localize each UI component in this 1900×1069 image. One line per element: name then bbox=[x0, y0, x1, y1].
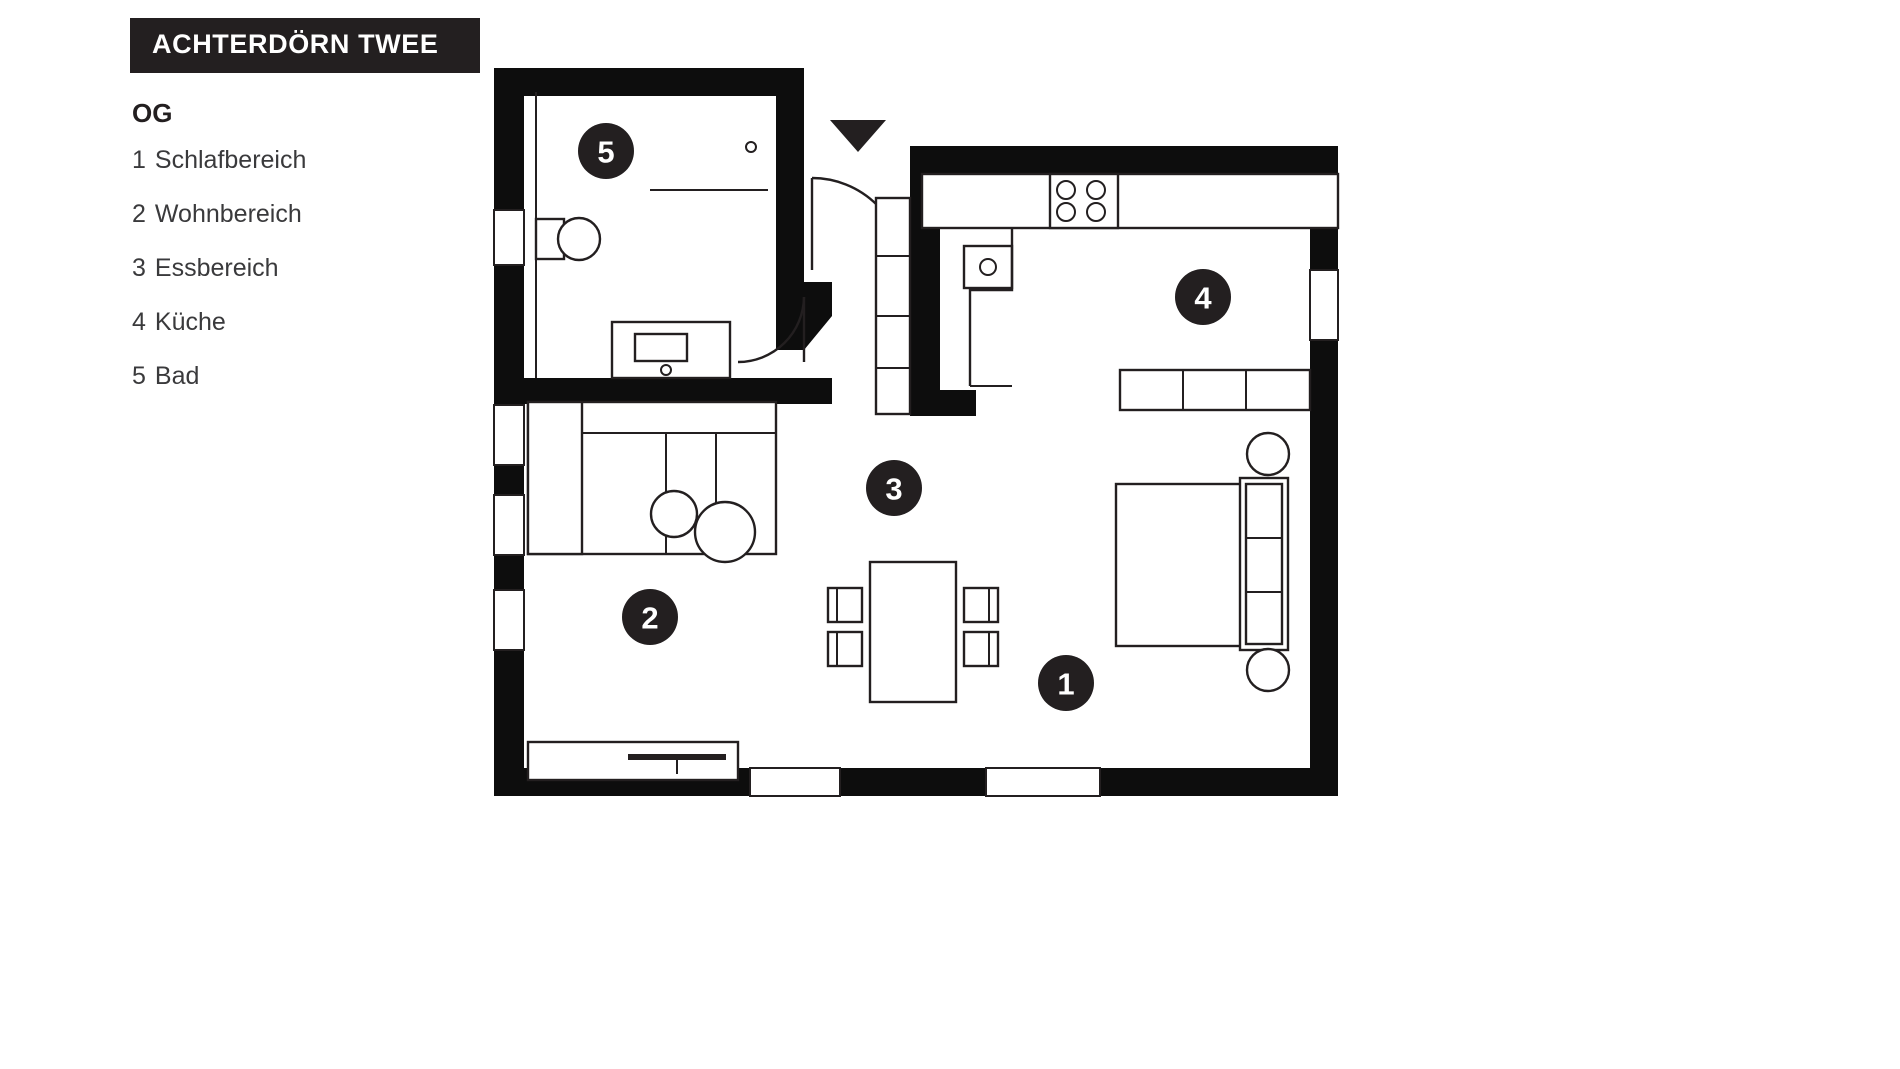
toilet-icon bbox=[534, 216, 602, 262]
wardrobe-icon bbox=[1238, 476, 1290, 652]
legend-item-5: 5 Bad bbox=[132, 364, 530, 389]
dining-table-icon bbox=[868, 560, 958, 704]
kitchen-sink-icon bbox=[962, 244, 1014, 290]
dining-chair-right-top bbox=[962, 586, 1000, 624]
page-title: ACHTERDÖRN TWEE bbox=[152, 29, 439, 59]
legend-item-4: 4 Küche bbox=[132, 310, 530, 335]
wall-left-mid3 bbox=[494, 555, 524, 590]
washbasin-icon bbox=[610, 320, 732, 380]
wall-bottom-right bbox=[1100, 768, 1338, 796]
wall-structure bbox=[493, 68, 1339, 797]
room-marker-5: 5 bbox=[578, 123, 634, 179]
dining-chair-left-bottom bbox=[826, 630, 864, 668]
ottoman-small-icon bbox=[649, 489, 699, 539]
dining-chair-right-bottom bbox=[962, 630, 1000, 668]
legend-item-1-number: 1 bbox=[132, 146, 146, 174]
corridor-wardrobe bbox=[874, 196, 912, 416]
floorplan-drawing: 5 4 3 2 1 bbox=[480, 50, 1380, 820]
bathroom-fixtures bbox=[534, 92, 806, 380]
wall-corridor-bottom bbox=[910, 390, 976, 416]
window-left-2 bbox=[493, 404, 525, 466]
legend-item-3: 3 Essbereich bbox=[132, 256, 530, 281]
legend-item-5-label: Bad bbox=[154, 362, 200, 390]
entry-area bbox=[810, 120, 912, 416]
sideboard-unit bbox=[1118, 368, 1312, 412]
kitchen-counter-return bbox=[968, 228, 1014, 386]
window-bottom-1 bbox=[749, 767, 841, 797]
room-marker-4: 4 bbox=[1175, 269, 1231, 325]
nightstand-top-icon bbox=[1245, 431, 1291, 477]
living-room-furniture bbox=[526, 400, 778, 782]
wall-right-lower bbox=[1310, 340, 1338, 796]
ottoman-large-icon bbox=[693, 500, 757, 564]
legend-panel: ACHTERDÖRN TWEE OG 1 Schlafbereich 2 Wohnb… bbox=[130, 18, 530, 418]
floor-label: OG bbox=[132, 98, 173, 128]
wall-bath-right-upper bbox=[776, 68, 804, 250]
room-markers: 5 4 3 2 1 bbox=[578, 123, 1231, 711]
kitchen-fixtures bbox=[920, 172, 1340, 412]
wall-top-kitchen bbox=[922, 146, 1338, 174]
room-marker-3-label: 3 bbox=[885, 472, 902, 507]
dining-chair-left-top bbox=[826, 586, 864, 624]
tv-console-icon bbox=[526, 740, 740, 782]
legend-item-3-label: Essbereich bbox=[154, 254, 279, 282]
room-marker-1: 1 bbox=[1038, 655, 1094, 711]
legend-item-2-label: Wohnbereich bbox=[154, 200, 302, 228]
legend-item-5-number: 5 bbox=[132, 362, 146, 390]
room-marker-2: 2 bbox=[622, 589, 678, 645]
window-left-1 bbox=[493, 209, 525, 266]
kitchen-counter-top bbox=[920, 172, 1340, 230]
legend-item-4-number: 4 bbox=[132, 308, 146, 336]
legend-item-4-label: Küche bbox=[154, 308, 226, 336]
room-marker-1-label: 1 bbox=[1057, 667, 1074, 702]
bath-drain-icon bbox=[745, 141, 757, 153]
stove-icon bbox=[1048, 172, 1120, 230]
room-marker-3: 3 bbox=[866, 460, 922, 516]
wall-left-mid2 bbox=[494, 465, 524, 495]
window-left-4 bbox=[493, 589, 525, 651]
legend-item-2: 2 Wohnbereich bbox=[132, 202, 530, 227]
bed-icon bbox=[1114, 482, 1258, 648]
wall-bottom-mid bbox=[840, 768, 986, 796]
bathroom-door bbox=[737, 296, 806, 364]
dining-furniture bbox=[826, 560, 1000, 704]
project-title-bar: ACHTERDÖRN TWEE bbox=[130, 18, 480, 73]
room-marker-5-label: 5 bbox=[597, 135, 614, 170]
legend-item-2-number: 2 bbox=[132, 200, 146, 228]
bedroom-furniture bbox=[1114, 431, 1291, 693]
wall-top-bath bbox=[494, 68, 804, 96]
window-right-1 bbox=[1309, 269, 1339, 341]
nightstand-bottom-icon bbox=[1245, 647, 1291, 693]
room-marker-4-label: 4 bbox=[1194, 281, 1212, 316]
room-marker-2-label: 2 bbox=[641, 601, 658, 636]
window-left-3 bbox=[493, 494, 525, 556]
legend-item-1: 1 Schlafbereich bbox=[132, 148, 530, 173]
legend-item-3-number: 3 bbox=[132, 254, 146, 282]
entry-direction-triangle-icon bbox=[830, 120, 886, 152]
wall-bath-bottom bbox=[494, 378, 832, 404]
window-bottom-2 bbox=[985, 767, 1101, 797]
legend-item-1-label: Schlafbereich bbox=[154, 146, 307, 174]
